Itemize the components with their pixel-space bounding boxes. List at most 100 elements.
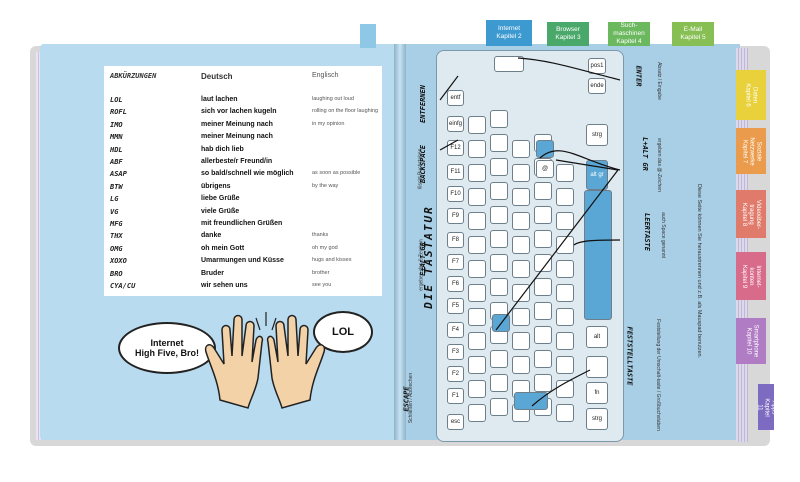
header-deutsch: Deutsch (201, 72, 233, 81)
side-tab-videouebertragung[interactable]: Videoüber- tragung Kapitel 8 (736, 190, 766, 238)
key-letter (468, 308, 486, 326)
key-letter (512, 140, 530, 158)
key-letter (556, 164, 574, 182)
english-meaning: as soon as possible (312, 170, 361, 177)
key-letter (512, 212, 530, 230)
key-letter (468, 332, 486, 350)
table-row: XOXO Umarmungen und Küsse hugs and kisses (104, 257, 382, 270)
key-esc: esc (447, 414, 464, 430)
key-letter (490, 254, 508, 272)
german-meaning: Bruder (201, 269, 224, 277)
abbreviation: LG (110, 195, 119, 204)
german-meaning: oh mein Gott (201, 244, 245, 252)
key-f10: F10 (447, 186, 464, 202)
label-feststelltaste-sub: Feststellung der Umschalt-taste / Großbu… (654, 319, 661, 431)
key-letter (468, 212, 486, 230)
german-meaning: wir sehen uns (201, 282, 248, 289)
table-row: VG viele Grüße (104, 208, 382, 221)
tab-email[interactable]: E-Mail Kapitel 5 (672, 22, 714, 46)
abbreviation: THX (110, 232, 123, 241)
label-mousepad-note: Diese Seite können Sie heraustrennen und… (696, 183, 703, 359)
side-tab-soziale-netzwerke[interactable]: Soziale Netzwerke Kapitel 7 (736, 128, 766, 174)
key-letter (490, 158, 508, 176)
key-letter (490, 374, 508, 392)
key-alt: alt (586, 326, 608, 348)
side-tab-daten-label: Daten Kapitel 6 (744, 83, 758, 107)
label-l-altgr-sub: ergeben das @-Zeichen (655, 138, 662, 192)
speech-bubble-high-five-text: Internet High Five, Bro! (134, 338, 199, 358)
side-tab-internetkonten[interactable]: Internet- konten Kapitel 9 (736, 252, 766, 300)
german-meaning: meiner Meinung nach (201, 120, 273, 128)
key-letter (534, 350, 552, 368)
key-letter (468, 188, 486, 206)
key-letter (534, 302, 552, 320)
key-f11: F11 (447, 164, 464, 180)
key-letter (512, 284, 530, 302)
header-englisch: Englisch (312, 72, 339, 79)
key-strg-bottom: strg (586, 408, 608, 430)
key-letter (556, 404, 574, 422)
key-letter (468, 140, 486, 158)
german-meaning: viele Grüße (201, 207, 240, 215)
english-meaning: laughing out loud (312, 96, 354, 102)
tab-browser-label: Browser Kapitel 3 (555, 26, 581, 41)
key-f9: F9 (447, 208, 464, 224)
key-letter (512, 260, 530, 278)
tab-internet[interactable]: Internet Kapitel 2 (486, 20, 532, 46)
key-letter (556, 212, 574, 230)
key-letter (490, 206, 508, 224)
book-spine (394, 44, 406, 440)
english-meaning: hugs and kisses (312, 257, 352, 264)
tab-suchmaschinen[interactable]: Such- maschinen Kapitel 4 (608, 22, 650, 46)
key-letter (490, 278, 508, 296)
key-letter (534, 206, 552, 224)
key-letter (512, 332, 530, 350)
key-l (536, 140, 554, 158)
key-f6: F6 (447, 276, 464, 292)
key-f7: F7 (447, 254, 464, 270)
abbreviation: VG (110, 207, 119, 216)
abbreviation: ROFL (110, 108, 127, 117)
key-letter (512, 356, 530, 374)
side-tab-konten-label: Internet- konten Kapitel 9 (741, 264, 762, 288)
german-meaning: laut lachen (201, 96, 238, 103)
german-meaning: hab dich lieb (201, 145, 244, 153)
key-letter (556, 308, 574, 326)
english-meaning: see you (312, 282, 332, 288)
annotation-arrows (439, 57, 621, 407)
side-tab-smartphone[interactable]: Smartphone Kapitel 10 (736, 318, 766, 364)
abbreviation: IMO (110, 120, 123, 129)
tab-suchmaschinen-label: Such- maschinen Kapitel 4 (613, 22, 645, 45)
key-space (584, 190, 612, 320)
side-tab-daten[interactable]: Daten Kapitel 6 (736, 70, 766, 120)
key-letter (490, 134, 508, 152)
table-row: HDL hab dich lieb (104, 146, 382, 159)
key-letter (468, 260, 486, 278)
side-tab-apps[interactable]: Apps Kapitel 11 (757, 384, 777, 430)
german-meaning: Umarmungen und Küsse (201, 257, 284, 265)
key-capslock (514, 392, 548, 410)
key-enter-arrow (494, 56, 524, 72)
abbreviation: MMN (110, 133, 123, 142)
high-five-hands-illustration (204, 312, 326, 409)
abbreviation: HDL (110, 145, 123, 154)
abbreviation: XOXO (110, 257, 127, 266)
side-tab-smartphone-label: Smartphone Kapitel 10 (745, 324, 758, 358)
english-meaning: brother (312, 269, 330, 276)
tab-internet-label: Internet Kapitel 2 (496, 25, 522, 40)
english-meaning: rolling on the floor laughing (312, 108, 379, 115)
key-f4: F4 (447, 322, 464, 338)
key-at: @ (536, 160, 554, 178)
abbreviation: OMG (110, 244, 123, 253)
english-meaning: thanks (312, 232, 329, 239)
tab-browser[interactable]: Browser Kapitel 3 (547, 22, 589, 46)
key-letter (468, 116, 486, 134)
key-f2: F2 (447, 366, 464, 382)
key-letter (490, 230, 508, 248)
